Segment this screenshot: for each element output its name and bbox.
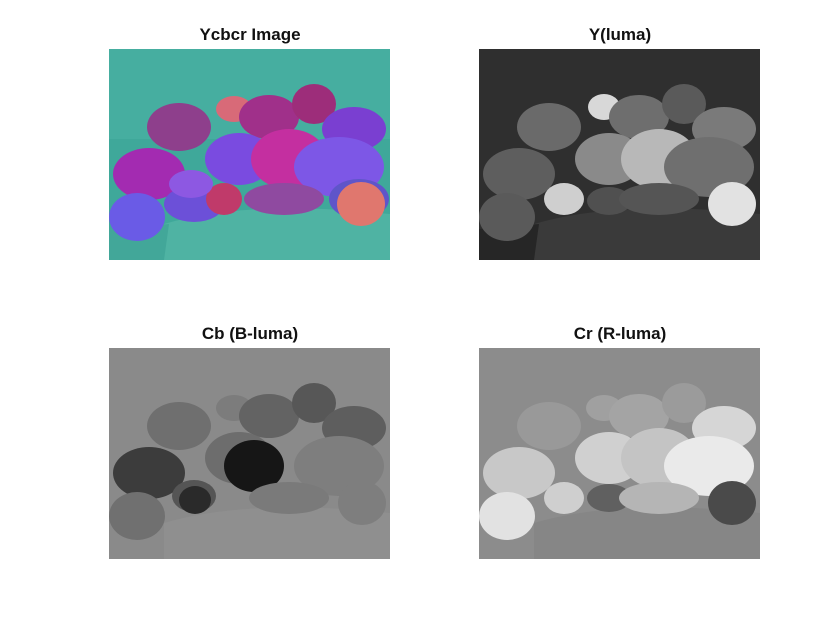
panel-title-cr: Cr (R-luma) bbox=[573, 324, 667, 343]
panel-title-cb: Cb (B-luma) bbox=[201, 324, 299, 343]
panel-title-y: Y(luma) bbox=[588, 25, 652, 44]
y-luma-image bbox=[479, 49, 760, 260]
cb-image bbox=[109, 348, 390, 559]
panel-title-ycbcr: Ycbcr Image bbox=[199, 25, 301, 44]
ycbcr-image bbox=[109, 49, 390, 260]
cr-image bbox=[479, 348, 760, 559]
